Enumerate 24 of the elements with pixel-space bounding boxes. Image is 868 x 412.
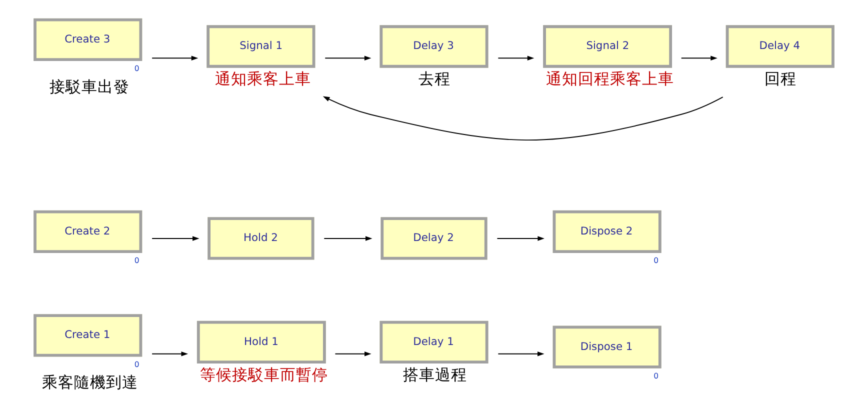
node-label: 0 <box>654 256 659 266</box>
node-label: 回程 <box>764 70 797 88</box>
arrow <box>152 236 200 241</box>
arrow <box>324 56 372 61</box>
arrow <box>322 96 724 141</box>
arrow <box>152 56 198 61</box>
node-label: 通知乘客上車 <box>214 70 311 88</box>
arrow <box>152 351 188 356</box>
node-label: 通知回程乘客上車 <box>546 70 674 88</box>
arrow <box>498 351 544 356</box>
node-label: 0 <box>134 256 140 266</box>
arrow <box>496 236 544 241</box>
node-label: 乘客隨機到達 <box>42 374 138 392</box>
node-label: 接駁車出發 <box>50 78 130 96</box>
node-label: 0 <box>134 360 140 369</box>
node-label: 去程 <box>418 70 450 88</box>
node-label: 搭車過程 <box>402 366 467 384</box>
node-label: 等候接駁車而暫停 <box>200 366 328 384</box>
arrow <box>324 236 372 241</box>
arrow <box>498 56 534 61</box>
arrow <box>680 56 718 61</box>
arrow <box>334 351 372 356</box>
node-label: 0 <box>134 64 140 74</box>
node-label: 0 <box>654 371 659 380</box>
